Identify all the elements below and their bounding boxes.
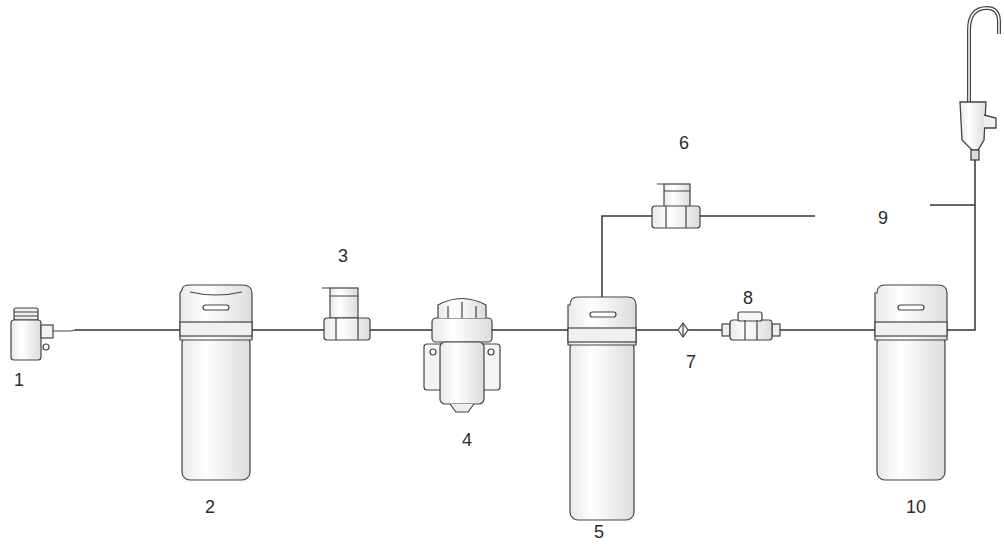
faucet	[969, 8, 999, 102]
callout-number: 6	[677, 133, 691, 153]
solenoid-valve	[324, 318, 370, 340]
solenoid-valve	[652, 206, 700, 228]
callout-number: 2	[203, 497, 217, 517]
faucet	[960, 102, 986, 150]
filter-housing	[568, 297, 636, 345]
booster-pump	[438, 299, 486, 319]
booster-pump	[450, 404, 474, 412]
filter-housing	[875, 322, 947, 336]
filter-housing	[898, 305, 924, 310]
faucet	[960, 8, 999, 160]
booster-pump	[432, 318, 492, 342]
booster-pump	[424, 299, 500, 413]
callout-number: 7	[684, 352, 698, 372]
callout-number: 8	[741, 288, 755, 308]
callout-number: 4	[460, 430, 474, 450]
check-valve	[682, 323, 683, 337]
flow-meter	[730, 320, 772, 340]
filter-housing	[590, 312, 616, 317]
solenoid-valve	[652, 184, 700, 228]
flow-meter	[738, 312, 762, 321]
pipe	[602, 216, 815, 297]
booster-pump	[440, 342, 484, 404]
filter-housing	[180, 285, 252, 480]
check-valve	[678, 323, 688, 337]
pipe	[930, 204, 975, 206]
flow-meter	[745, 320, 757, 340]
pressure-switch	[11, 320, 41, 360]
faucet	[984, 115, 996, 128]
filter-housing	[180, 322, 252, 336]
pressure-switch	[14, 308, 38, 320]
solenoid-valve	[664, 184, 690, 208]
solenoid-valve	[322, 288, 370, 340]
flow-meter	[772, 324, 780, 336]
callout-number: 5	[592, 522, 606, 542]
pipe	[75, 160, 975, 330]
filter-housing	[570, 340, 634, 520]
solenoid-valve	[336, 318, 358, 340]
filter-housing	[875, 285, 947, 480]
filter-housing	[182, 335, 250, 480]
check-valve	[678, 323, 688, 337]
callout-number: 10	[904, 497, 928, 517]
booster-pump	[448, 302, 476, 318]
callout-number: 9	[876, 208, 890, 228]
pressure-switch	[53, 330, 76, 331]
callout-number: 1	[12, 370, 26, 390]
solenoid-valve	[666, 206, 686, 228]
pressure-switch	[14, 312, 38, 316]
filter-housing	[568, 328, 636, 342]
solenoid-valve	[330, 288, 358, 318]
pressure-switch	[41, 325, 53, 338]
pressure-switch	[11, 308, 76, 360]
filter-housing	[875, 285, 947, 340]
filter-housing	[190, 292, 242, 295]
booster-pump	[488, 349, 494, 355]
callout-number: 3	[336, 246, 350, 266]
pipe	[75, 160, 975, 330]
flow-meter	[722, 312, 780, 340]
flow-meter	[722, 324, 730, 336]
filter-housing	[568, 297, 636, 520]
booster-pump	[430, 349, 436, 355]
faucet	[971, 150, 979, 160]
filter-housing	[203, 305, 229, 310]
filter-housing	[180, 285, 252, 340]
filter-housing	[877, 335, 945, 480]
solenoid-valve	[657, 184, 690, 191]
pressure-switch	[43, 344, 49, 350]
faucet	[969, 8, 999, 102]
solenoid-valve	[322, 288, 358, 296]
